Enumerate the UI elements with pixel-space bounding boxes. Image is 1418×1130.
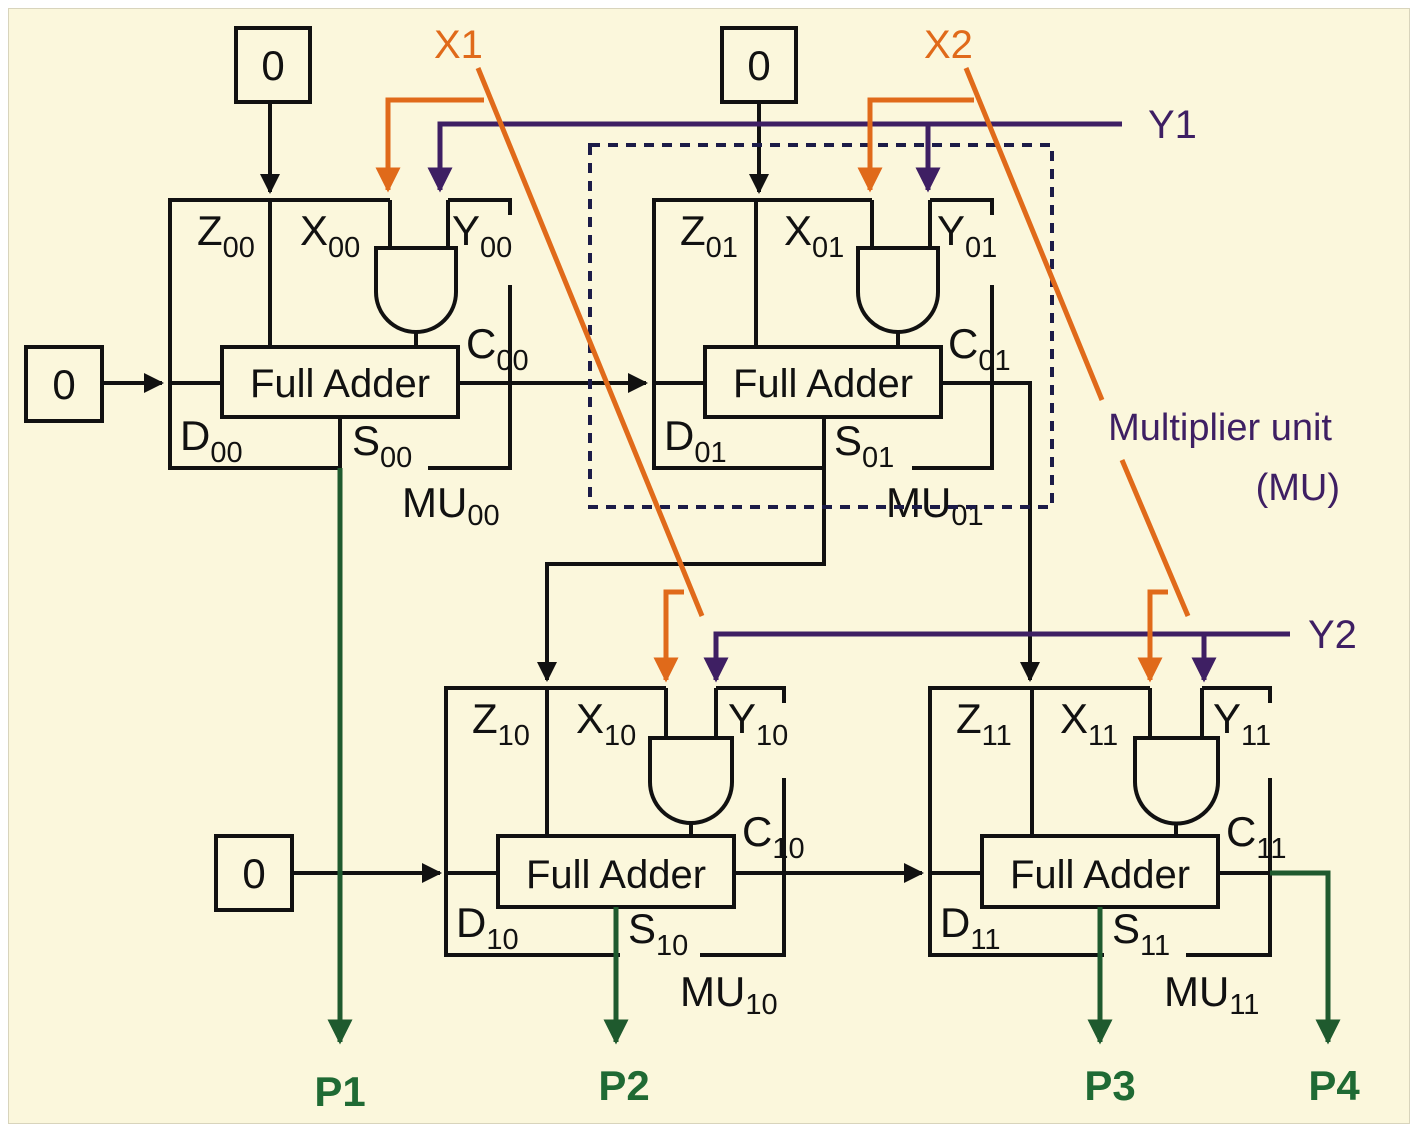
s11-label: S [1112, 905, 1140, 952]
svg-text:X01: X01 [784, 207, 844, 264]
multiplier-unit-10: Full Adder Z10 X10 Y10 C10 D10 S10 MU10 [444, 686, 805, 1021]
svg-text:D11: D11 [940, 899, 1000, 956]
x1-label: X1 [434, 23, 483, 67]
s10-label: S [628, 905, 656, 952]
svg-text:S00: S00 [352, 417, 412, 474]
output-p1: P1 [314, 1068, 365, 1115]
svg-text:0: 0 [261, 42, 284, 89]
p4-output-line [1270, 870, 1341, 1045]
svg-text:D10: D10 [456, 899, 519, 956]
z11-label: Z [956, 695, 982, 742]
svg-text:0: 0 [747, 42, 770, 89]
multiplier-unit-01: Full Adder Z01 X01 Y01 C01 D01 S01 MU01 [652, 198, 1011, 532]
svg-text:X00: X00 [300, 207, 360, 264]
x2-label: X2 [924, 23, 973, 67]
c11-label: C [1226, 808, 1256, 855]
y1-signal-line [427, 121, 1122, 193]
y2-label: Y2 [1308, 613, 1357, 657]
and-gate-icon [1133, 736, 1220, 826]
mu-caption-line1: Multiplier unit [1108, 407, 1332, 449]
output-p4: P4 [1308, 1062, 1360, 1109]
multiplier-unit-00: Full Adder Z00 X00 Y00 C00 D00 S00 MU00 [168, 198, 529, 532]
multiplier-unit-11: Full Adder Z11 X11 Y11 C11 D11 S11 MU11 [928, 686, 1286, 1021]
zero-input-top-left: 0 [234, 26, 312, 104]
mu-caption-line2: (MU) [1256, 467, 1340, 509]
zero-input-bottom-left: 0 [214, 834, 294, 912]
x10-label: X [576, 695, 604, 742]
x1-signal-diagonal [475, 67, 705, 617]
full-adder-11 [980, 834, 1220, 909]
svg-text:MU11: MU11 [1164, 968, 1259, 1021]
z10-label: Z [472, 695, 498, 742]
svg-text:C01: C01 [948, 320, 1011, 377]
c01-label: C [948, 320, 978, 367]
mu01-highlight-box [588, 143, 1054, 509]
svg-text:S10: S10 [628, 905, 688, 962]
y01-label: Y [937, 207, 965, 254]
y11-label: Y [1213, 695, 1241, 742]
sum-01-to-z10 [537, 468, 826, 682]
full-adder-11-label: Full Adder [1010, 853, 1190, 897]
svg-text:Y00: Y00 [452, 207, 512, 264]
mu11-label: MU [1164, 968, 1229, 1015]
svg-text:MU01: MU01 [886, 479, 984, 532]
and-gate-icon [856, 246, 940, 334]
c10-label: C [742, 808, 772, 855]
d10-label: D [456, 899, 486, 946]
x00-label: X [300, 207, 328, 254]
svg-text:0: 0 [52, 361, 75, 408]
d11-label: D [940, 899, 970, 946]
svg-text:MU10: MU10 [680, 968, 778, 1021]
x11-label: X [1060, 695, 1088, 742]
svg-text:X11: X11 [1060, 695, 1118, 752]
svg-text:Y11: Y11 [1213, 695, 1271, 752]
y00-label: Y [452, 207, 480, 254]
output-p3: P3 [1084, 1062, 1135, 1109]
y1-label: Y1 [1148, 103, 1197, 147]
svg-text:0: 0 [242, 850, 265, 897]
zero-input-left: 0 [24, 345, 104, 423]
full-adder-01-label: Full Adder [733, 362, 913, 406]
y2-signal-line [703, 631, 1290, 683]
svg-text:X10: X10 [576, 695, 636, 752]
svg-text:S11: S11 [1112, 905, 1170, 962]
svg-text:D00: D00 [180, 412, 243, 469]
carry-01-to-z11 [992, 381, 1040, 682]
s01-label: S [834, 417, 862, 464]
full-adder-10-label: Full Adder [526, 853, 706, 897]
full-adder-00-label: Full Adder [250, 362, 430, 406]
z01-label: Z [680, 207, 706, 254]
svg-text:Y01: Y01 [937, 207, 997, 264]
svg-text:C11: C11 [1226, 808, 1286, 865]
z00-label: Z [197, 207, 223, 254]
svg-text:Z00: Z00 [197, 207, 255, 264]
x01-label: X [784, 207, 812, 254]
mu10-label: MU [680, 968, 745, 1015]
zero-input-top-mid: 0 [720, 26, 798, 104]
output-p2: P2 [598, 1062, 649, 1109]
svg-text:Z10: Z10 [472, 695, 530, 752]
svg-text:C10: C10 [742, 808, 805, 865]
d01-label: D [664, 412, 694, 459]
y10-label: Y [728, 695, 756, 742]
mu01-label: MU [886, 479, 951, 526]
svg-text:D01: D01 [664, 412, 727, 469]
mu00-label: MU [402, 479, 467, 526]
c00-label: C [466, 320, 496, 367]
svg-text:C00: C00 [466, 320, 529, 377]
svg-text:Y10: Y10 [728, 695, 788, 752]
and-gate-icon [648, 736, 734, 825]
d00-label: D [180, 412, 210, 459]
and-gate-icon [374, 246, 458, 334]
svg-text:MU00: MU00 [402, 479, 500, 532]
s00-label: S [352, 417, 380, 464]
x2-signal-diagonal [963, 67, 1105, 401]
svg-text:S01: S01 [834, 417, 894, 474]
svg-text:Z11: Z11 [956, 695, 1012, 752]
svg-text:Z01: Z01 [680, 207, 738, 264]
